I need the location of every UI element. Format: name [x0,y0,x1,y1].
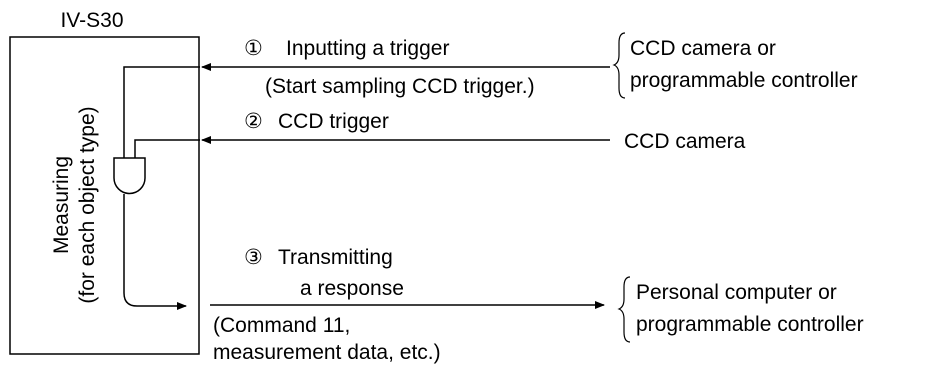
device-label-line1: Measuring [50,156,73,254]
signal-1-label: Inputting a trigger [286,37,449,60]
signal-3-note-line2: measurement data, etc.) [213,341,441,364]
device-label: Measuring (for each object type) [50,106,99,303]
signal-1-marker: ① [244,37,263,60]
device-title: IV-S30 [60,9,123,32]
signal-1-source-line2: programmable controller [630,69,858,92]
signal-3-note-line1: (Command 11, [213,314,350,337]
signal-3-dest-line1: Personal computer or [636,281,837,304]
gate-output-wire [123,194,187,310]
signal-1-source-line1: CCD camera or [630,37,776,60]
trigger-wire-1 [123,66,200,158]
device-label-line2: (for each object type) [76,106,99,303]
device-box [9,36,200,355]
signal-3-brace [617,276,631,343]
signal-3-label-line2: a response [300,277,404,300]
signal-3-dest-line2: programmable controller [636,313,864,336]
signal-1-note: (Start sampling CCD trigger.) [265,75,535,98]
signal-1-brace [612,32,626,99]
signal-3-label-line1: Transmitting [278,246,393,269]
signal-2-marker: ② [244,110,263,133]
signal-3-marker: ③ [244,246,263,269]
trigger-wire-2 [134,139,200,158]
signal-2-source: CCD camera [624,130,746,153]
signal-2-label: CCD trigger [278,110,389,133]
and-gate-symbol [113,157,146,195]
